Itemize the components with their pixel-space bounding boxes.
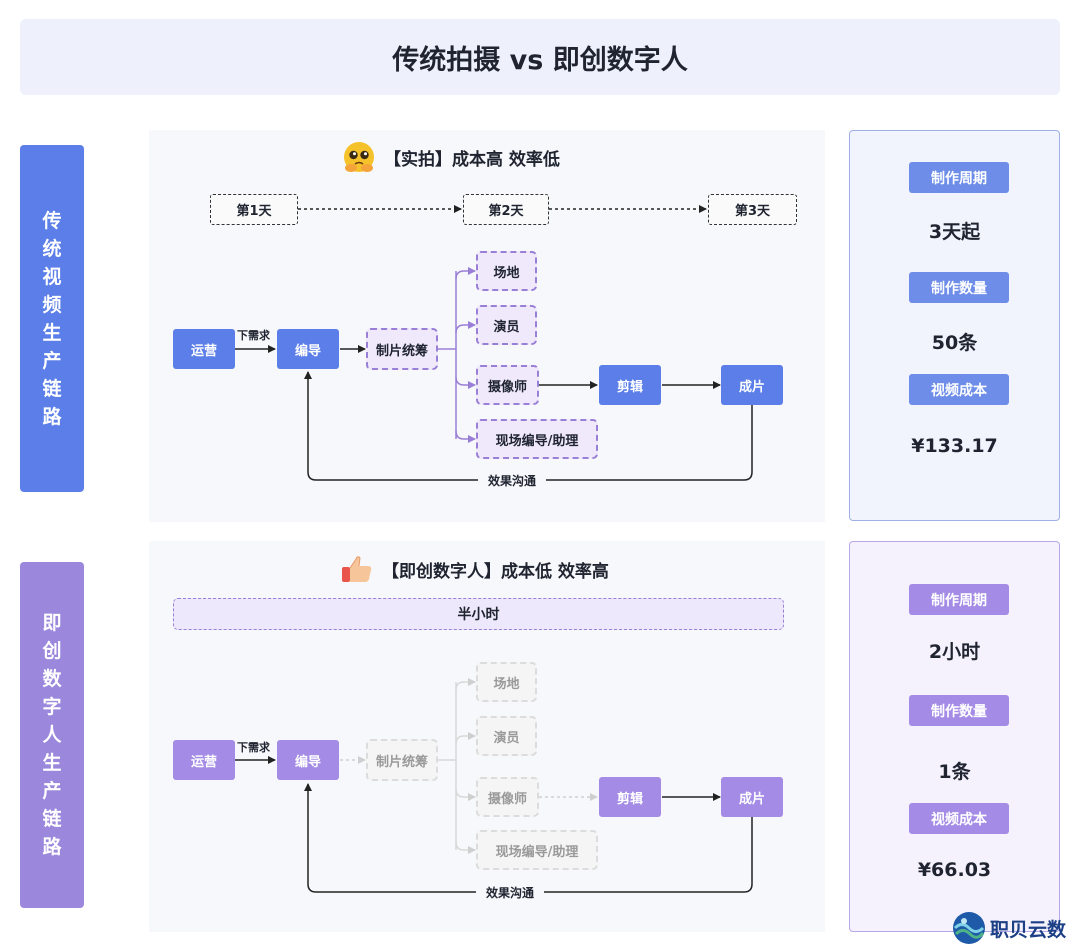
brand-logo-icon xyxy=(953,912,985,944)
node-actor: 演员 xyxy=(476,305,537,345)
stat-label-quantity-2: 制作数量 xyxy=(909,695,1009,726)
stat-label-cost: 视频成本 xyxy=(909,374,1009,405)
node-onsite-director: 现场编导/助理 xyxy=(476,419,598,459)
node-ops-2: 运营 xyxy=(173,740,235,780)
thumbs-up-icon xyxy=(342,556,372,582)
day-1: 第1天 xyxy=(210,194,298,225)
stat-value-quantity-2: 1条 xyxy=(938,761,971,783)
panel-title-traditional: 【实拍】成本高 效率低 xyxy=(342,140,560,174)
node-camera-2: 摄像师 xyxy=(476,777,539,817)
node-venue-2: 场地 xyxy=(476,662,537,702)
stat-label-quantity: 制作数量 xyxy=(909,272,1009,303)
title-banner: 传统拍摄 vs 即创数字人 xyxy=(20,19,1060,95)
node-director: 编导 xyxy=(277,329,339,369)
node-final-2: 成片 xyxy=(721,777,783,817)
stat-value-cost-2: ¥66.03 xyxy=(917,859,992,881)
stat-label-cost-2: 视频成本 xyxy=(909,803,1009,834)
node-ops: 运营 xyxy=(173,329,235,369)
page-title: 传统拍摄 vs 即创数字人 xyxy=(392,44,688,76)
day-2: 第2天 xyxy=(463,194,549,225)
stat-label-cycle: 制作周期 xyxy=(909,162,1009,193)
node-producer: 制片统筹 xyxy=(366,328,438,370)
label-demand-2: 下需求 xyxy=(237,741,270,754)
day-3: 第3天 xyxy=(708,194,797,225)
panel-title-digital-human: 【即创数字人】成本低 效率高 xyxy=(340,552,609,586)
node-actor-2: 演员 xyxy=(476,716,537,756)
timeline-half-hour: 半小时 xyxy=(173,598,784,630)
node-onsite-director-2: 现场编导/助理 xyxy=(476,830,598,870)
stat-value-cycle-2: 2小时 xyxy=(928,641,981,663)
node-edit: 剪辑 xyxy=(599,365,661,405)
brand-name: 职贝云数 xyxy=(990,918,1067,941)
stat-value-quantity: 50条 xyxy=(931,332,978,354)
node-director-2: 编导 xyxy=(277,740,339,780)
brand: 职贝云数 xyxy=(952,908,1066,948)
side-label-digital-human: 即创数字人生产链路 xyxy=(20,562,84,908)
node-final: 成片 xyxy=(721,365,783,405)
stats-card-traditional xyxy=(849,130,1060,521)
stat-value-cost: ¥133.17 xyxy=(911,435,998,457)
node-venue: 场地 xyxy=(476,251,537,291)
label-demand: 下需求 xyxy=(237,329,270,342)
label-feedback-2: 效果沟通 xyxy=(476,884,545,901)
node-producer-2: 制片统筹 xyxy=(366,739,438,781)
node-edit-2: 剪辑 xyxy=(599,777,661,817)
node-camera: 摄像师 xyxy=(476,365,539,405)
pleading-face-icon xyxy=(344,142,374,172)
side-label-traditional: 传统视频生产链路 xyxy=(20,145,84,492)
stat-value-cycle: 3天起 xyxy=(928,221,981,243)
label-feedback: 效果沟通 xyxy=(478,472,547,489)
stat-label-cycle-2: 制作周期 xyxy=(909,584,1009,615)
